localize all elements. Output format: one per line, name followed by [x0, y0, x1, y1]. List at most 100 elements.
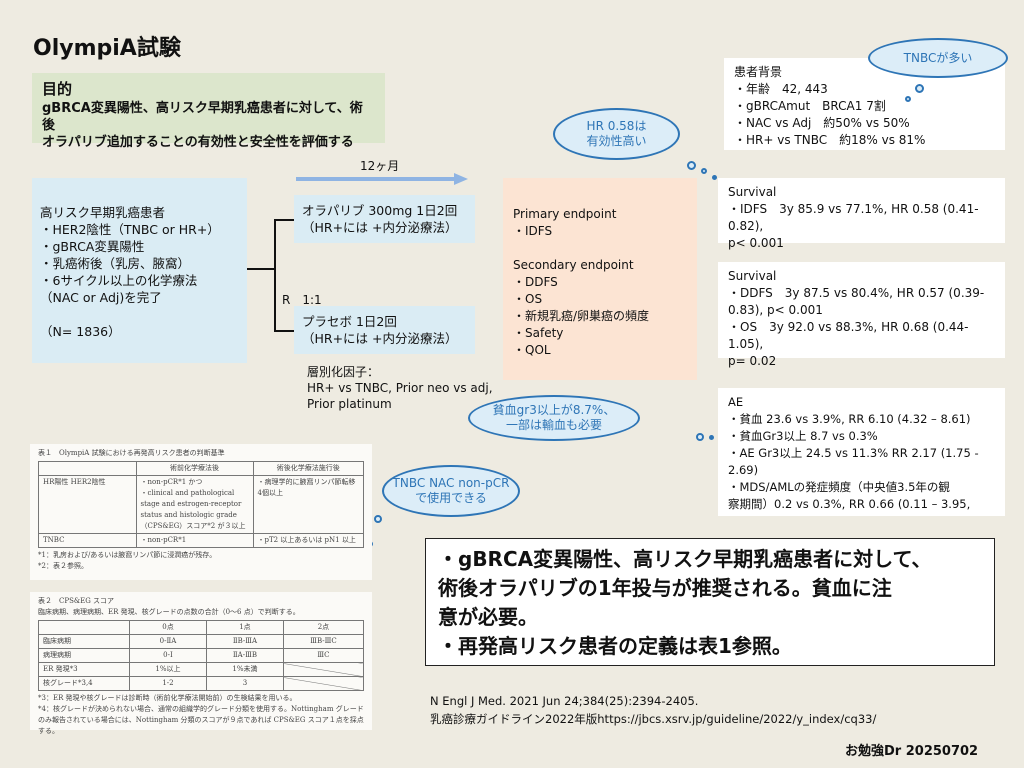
connector	[274, 330, 294, 332]
table-cell: 1%未満	[205, 662, 284, 677]
callout-text: 一部は輸血も必要	[505, 418, 602, 432]
table-cell: ・pT2 以上あるいは pN1 以上	[252, 533, 364, 548]
patient-line: ・HER2陰性（TNBC or HR+）	[40, 222, 220, 237]
table-cell: ・病理学的に腋窩リンパ節転移4個以上	[252, 475, 364, 534]
ae-line: 2.69)	[728, 463, 759, 477]
callout-text: で使用できる	[415, 491, 487, 505]
goal-line: gBRCA変異陽性、高リスク早期乳癌患者に対して、術後	[42, 101, 363, 133]
thought-dot	[905, 96, 911, 102]
table-header: 術前化学療法後	[135, 461, 254, 476]
table-cell-diagonal	[282, 676, 365, 691]
table-cell: 1%以上	[129, 662, 207, 677]
surv-line: ・IDFS 3y 85.9 vs 77.1%, HR 0.58 (0.41-0.…	[728, 202, 979, 233]
thought-dot	[709, 435, 714, 440]
table-note: *4：核グレードが決められない場合、通常の組織学的グレード分類を使用する。Not…	[38, 705, 364, 735]
callout-text: TNBC NAC non-pCR	[392, 476, 510, 490]
patient-line: ・6サイクル以上の化学療法	[40, 273, 198, 288]
patient-box: 高リスク早期乳癌患者 ・HER2陰性（TNBC or HR+） ・gBRCA変異…	[32, 178, 247, 363]
duration-arrow	[296, 173, 468, 185]
summary-box: ・gBRCA変異陽性、高リスク早期乳癌患者に対して、 術後オラパリブの1年投与が…	[425, 538, 995, 666]
thought-dot	[701, 168, 707, 174]
footer-credit: お勉強Dr 20250702	[845, 744, 979, 759]
endpoint-line: ・DDFS	[513, 275, 558, 289]
reference-guideline: 乳癌診療ガイドライン2022年版https://jbcs.xsrv.jp/gui…	[430, 712, 877, 726]
table-caption: 表１ OlympiA 試験における再発高リスク患者の判断基準	[38, 449, 225, 457]
surv-line: ・OS 3y 92.0 vs 88.3%, HR 0.68 (0.44-1.05…	[728, 320, 969, 351]
table-note: *3：ER 発現や核グレードは診断時（術前化学療法開始前）の生検結果を用いる。	[38, 694, 297, 702]
duration-label: 12ヶ月	[360, 159, 400, 173]
strat-line: HR+ vs TNBC, Prior neo vs adj,	[307, 381, 493, 395]
table-header: 術後化学療法施行後	[252, 461, 364, 476]
table-cell: TNBC	[38, 533, 137, 548]
ae-line: ・MDS/AMLの発症頻度（中央値3.5年の観	[728, 480, 950, 494]
callout-text: TNBCが多い	[903, 50, 973, 65]
arm-line: （HR+には +内分泌療法）	[302, 331, 458, 346]
ae-line: ・貧血 23.6 vs 3.9%, RR 6.10 (4.32 – 8.61)	[728, 412, 971, 426]
thought-dot	[915, 84, 924, 93]
thought-dot	[712, 175, 717, 180]
survival-box-1: Survival ・IDFS 3y 85.9 vs 77.1%, HR 0.58…	[718, 178, 1005, 250]
table-cell: 核グレード*3,4	[38, 676, 130, 691]
table-subcaption: 臨床病期、病理病期、ER 発現、核グレードの点数の合計（0〜6 点）で判断する。	[38, 608, 300, 616]
patient-line: ・gBRCA変異陽性	[40, 239, 145, 254]
endpoint-line: ・OS	[513, 292, 543, 306]
table-cell: ⅢC	[282, 648, 365, 663]
patient-line: （NAC or Adj)を完了	[40, 290, 162, 305]
arm-olaparib: オラパリブ 300mg 1日2回 （HR+には +内分泌療法）	[294, 195, 475, 243]
table-cell: ⅢB-ⅢC	[282, 634, 365, 649]
arm-line: （HR+には +内分泌療法）	[302, 220, 458, 235]
summary-line: ・再発高リスク患者の定義は表1参照。	[438, 634, 792, 658]
surv-line: p< 0.001	[728, 236, 784, 250]
endpoint-line: Primary endpoint	[513, 207, 617, 221]
endpoint-box: Primary endpoint ・IDFS Secondary endpoin…	[503, 178, 697, 380]
callout-hr: HR 0.58は 有効性高い	[553, 108, 680, 160]
arm-placebo: プラセボ 1日2回 （HR+には +内分泌療法）	[294, 306, 475, 354]
table-cell: 臨床病期	[38, 634, 130, 649]
table-header: 2点	[282, 620, 365, 635]
surv-line: Survival	[728, 269, 777, 283]
table-caption: 表２ CPS&EG スコア	[38, 597, 115, 605]
patient-count: （N= 1836）	[40, 324, 121, 339]
callout-text: HR 0.58は	[586, 119, 647, 133]
ae-line: ・貧血Gr3以上 8.7 vs 0.3%	[728, 429, 878, 443]
summary-line: 術後オラパリブの1年投与が推奨される。貧血に注	[438, 576, 892, 600]
callout-text: 貧血gr3以上が8.7%、	[492, 403, 616, 417]
callout-nac: TNBC NAC non-pCR で使用できる	[382, 465, 520, 517]
goal-line: オラパリブ追加することの有効性と安全性を評価する	[42, 135, 354, 150]
ae-line: 察期間）0.2 vs 0.3%, RR 0.66 (0.11 – 3.95,	[728, 497, 971, 511]
bg-line: 患者背景	[734, 65, 783, 79]
table-cell: 3	[205, 676, 284, 691]
goal-box: 目的 gBRCA変異陽性、高リスク早期乳癌患者に対して、術後 オラパリブ追加する…	[32, 73, 385, 150]
ae-box: AE ・貧血 23.6 vs 3.9%, RR 6.10 (4.32 – 8.6…	[718, 388, 1005, 516]
surv-line: Survival	[728, 185, 777, 199]
thought-dot	[687, 161, 696, 170]
table-cell: 0-Ⅰ	[129, 648, 207, 663]
endpoint-line: ・IDFS	[513, 224, 553, 238]
table-cell: ER 発現*3	[38, 662, 130, 677]
table-cell: ・non-pCR*1 かつ ・clinical and pathological…	[135, 475, 254, 534]
table-cell-diagonal	[282, 662, 365, 677]
stratification: 層別化因子： HR+ vs TNBC, Prior neo vs adj, Pr…	[307, 364, 493, 412]
endpoint-line: ・Safety	[513, 326, 564, 340]
randomization-label: R 1:1	[282, 293, 322, 307]
arm-line: プラセボ 1日2回	[302, 314, 397, 329]
connector	[274, 219, 294, 221]
callout-anemia: 貧血gr3以上が8.7%、 一部は輸血も必要	[468, 395, 640, 441]
summary-line: 意が必要。	[438, 605, 538, 629]
bg-line: ・HR+ vs TNBC 約18% vs 81%	[734, 133, 926, 147]
bg-line: ・年齢 42, 443	[734, 82, 828, 96]
goal-heading: 目的	[42, 80, 73, 98]
endpoint-line: ・QOL	[513, 343, 551, 357]
table-1: 表１ OlympiA 試験における再発高リスク患者の判断基準 術前化学療法後術後…	[30, 444, 372, 580]
table-2: 表２ CPS&EG スコア 臨床病期、病理病期、ER 発現、核グレードの点数の合…	[30, 592, 372, 735]
table-cell: HR陽性 HER2陰性	[38, 475, 137, 534]
table-cell: ⅡA-ⅢB	[205, 648, 284, 663]
table-cell: ・non-pCR*1	[135, 533, 254, 548]
endpoint-line: ・新規乳癌/卵巣癌の頻度	[513, 309, 650, 323]
arm-line: オラパリブ 300mg 1日2回	[302, 203, 458, 218]
callout-tnbc: TNBCが多い	[868, 38, 1008, 78]
table-note: *1：乳房および/あるいは腋窩リンパ節に浸潤癌が残存。	[38, 551, 217, 559]
thought-dot	[374, 515, 382, 523]
page-title: OlympiA試験	[33, 36, 181, 61]
surv-line: ・DDFS 3y 87.5 vs 80.4%, HR 0.57 (0.39-	[728, 286, 985, 300]
